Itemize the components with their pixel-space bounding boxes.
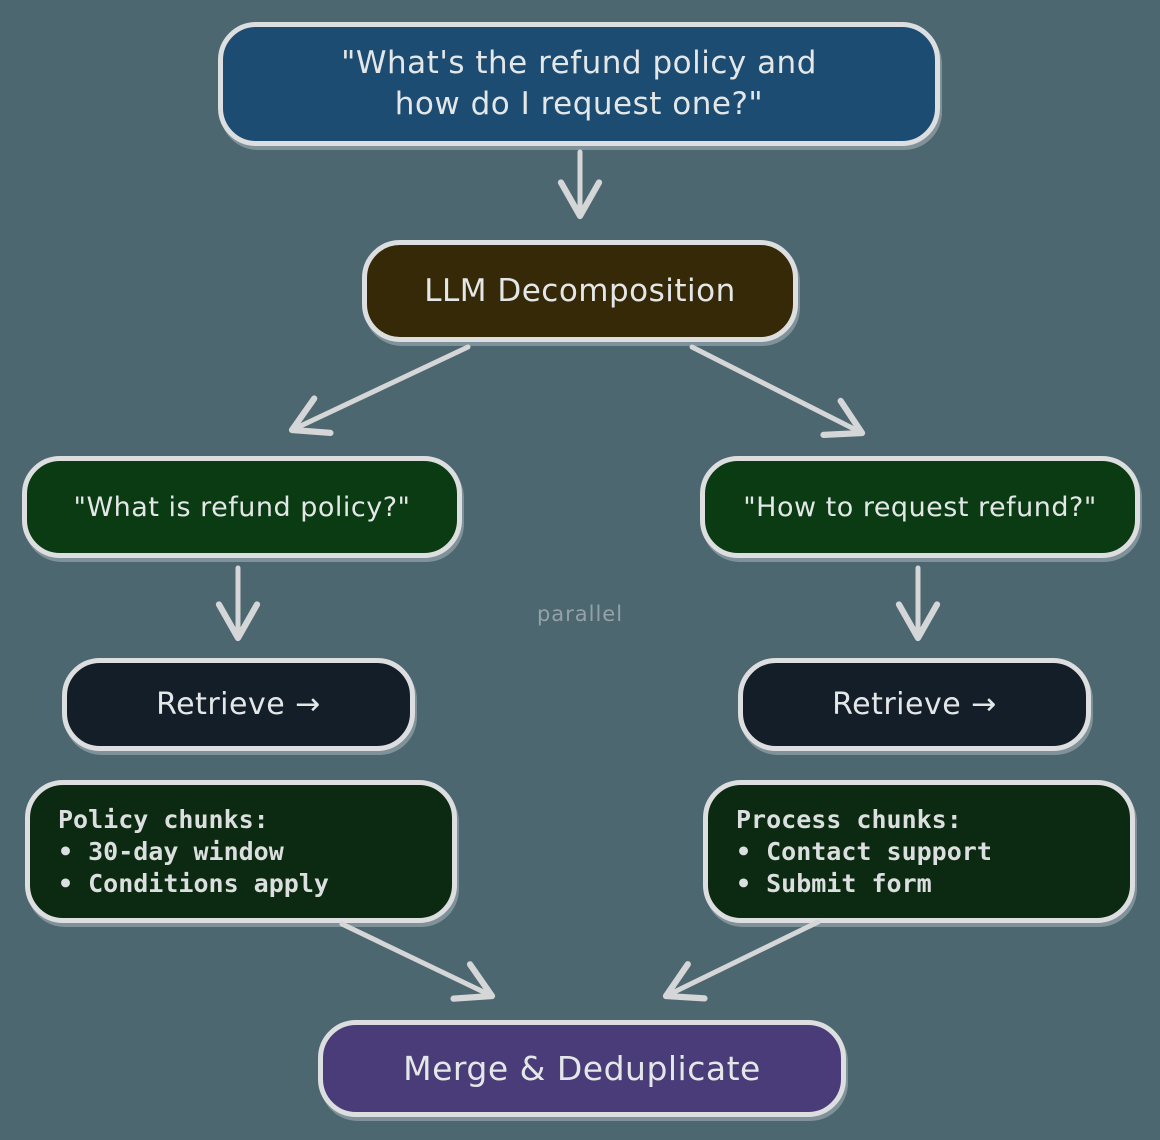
merge-deduplicate-label: Merge & Deduplicate	[403, 1049, 761, 1088]
node-sub-query-request: "How to request refund?"	[700, 456, 1140, 558]
node-chunks-process: Process chunks: • Contact support • Subm…	[703, 780, 1135, 923]
user-query-line-2: how do I request one?"	[394, 86, 764, 122]
node-user-query: "What's the refund policy and how do I r…	[218, 22, 940, 146]
node-chunks-policy: Policy chunks: • 30-day window • Conditi…	[25, 780, 457, 923]
node-retrieve-left: Retrieve →	[62, 658, 415, 751]
chunks-process-item: • Contact support	[736, 836, 992, 866]
retrieve-right-label: Retrieve →	[832, 687, 997, 722]
chunks-policy-item: • 30-day window	[58, 836, 284, 866]
llm-decomposition-label: LLM Decomposition	[424, 273, 736, 309]
arrow-chunks-process-to-merge	[662, 919, 821, 1002]
chunks-process-title: Process chunks:	[736, 804, 962, 834]
retrieve-left-label: Retrieve →	[156, 687, 321, 722]
node-merge-deduplicate: Merge & Deduplicate	[318, 1020, 846, 1117]
chunks-process-item: • Submit form	[736, 868, 932, 898]
chunks-policy-item: • Conditions apply	[58, 868, 329, 898]
parallel-annotation: parallel	[536, 602, 624, 626]
arrow-decomposition-to-request	[689, 344, 866, 438]
user-query-line-1: "What's the refund policy and	[341, 45, 817, 81]
sub-query-request-label: "How to request refund?"	[743, 491, 1097, 523]
arrow-chunks-policy-to-merge	[339, 921, 496, 1002]
arrow-decomposition-to-policy	[288, 344, 471, 437]
node-sub-query-policy: "What is refund policy?"	[22, 456, 462, 558]
node-retrieve-right: Retrieve →	[738, 658, 1091, 751]
chunks-policy-title: Policy chunks:	[58, 804, 269, 834]
node-llm-decomposition: LLM Decomposition	[362, 240, 798, 342]
sub-query-policy-label: "What is refund policy?"	[73, 491, 411, 523]
